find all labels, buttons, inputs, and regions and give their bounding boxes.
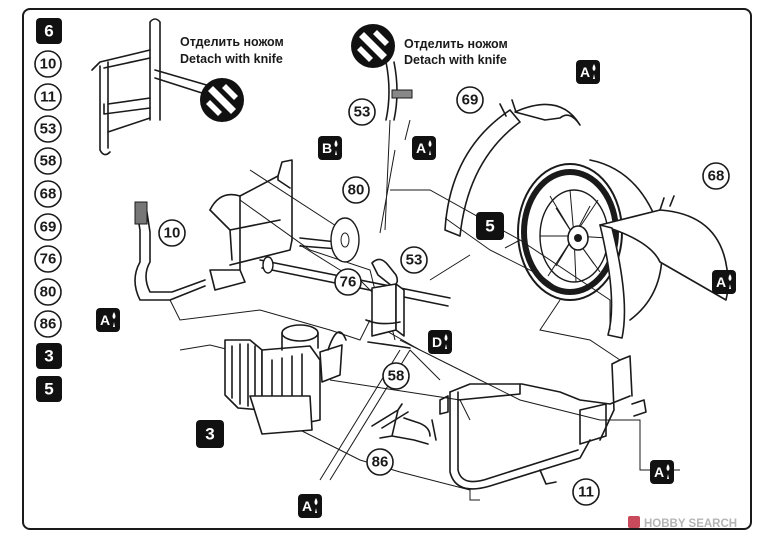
svg-text:3: 3 xyxy=(44,347,53,366)
svg-text:6: 6 xyxy=(44,22,53,41)
callout-68: 68 xyxy=(702,162,730,190)
svg-text:A: A xyxy=(654,464,664,480)
step-index-5: 5 xyxy=(36,376,62,402)
watermark-logo-icon xyxy=(628,516,640,528)
svg-text:11: 11 xyxy=(40,89,56,106)
svg-text:A: A xyxy=(302,498,312,514)
svg-text:86: 86 xyxy=(40,316,57,333)
front-fender-68 xyxy=(599,195,729,339)
svg-text:10: 10 xyxy=(40,56,57,73)
svg-text:53: 53 xyxy=(40,121,57,138)
callout-80: 80 xyxy=(342,176,370,204)
svg-text:3: 3 xyxy=(205,425,214,444)
svg-text:69: 69 xyxy=(40,219,57,236)
subassembly-5-badge: 5 xyxy=(476,212,504,240)
svg-text:69: 69 xyxy=(462,92,479,109)
detach-note-right-en: Detach with knife xyxy=(404,53,507,67)
svg-text:A: A xyxy=(716,274,726,290)
svg-text:86: 86 xyxy=(372,454,389,471)
glue-mark-a-top: A xyxy=(576,60,600,84)
svg-text:11: 11 xyxy=(578,484,594,501)
svg-text:53: 53 xyxy=(406,252,423,269)
svg-text:76: 76 xyxy=(340,274,357,291)
svg-text:53: 53 xyxy=(354,104,371,121)
rear-fender-69 xyxy=(444,99,581,237)
svg-text:5: 5 xyxy=(44,380,53,399)
stand-86 xyxy=(371,403,437,445)
detach-note-left-ru: Отделить ножом xyxy=(180,35,284,49)
front-frame-11 xyxy=(439,355,647,490)
detach-note-left-en: Detach with knife xyxy=(180,52,283,66)
callout-69: 69 xyxy=(456,86,484,114)
step-index-69: 69 xyxy=(34,213,62,241)
glue-mark-a-left: A xyxy=(96,308,120,332)
callout-86: 86 xyxy=(366,448,394,476)
glue-mark-b: B xyxy=(318,136,342,160)
callout-53-mid: 53 xyxy=(400,246,428,274)
frame-detail-inset xyxy=(91,18,244,156)
callout-11: 11 xyxy=(572,478,600,506)
step-index-58: 58 xyxy=(34,147,62,175)
svg-text:A: A xyxy=(580,64,590,80)
step-index-68: 68 xyxy=(34,180,62,208)
detach-note-right-ru: Отделить ножом xyxy=(404,37,508,51)
svg-text:5: 5 xyxy=(485,217,494,236)
svg-text:58: 58 xyxy=(388,368,405,385)
glue-mark-d: D xyxy=(428,330,452,354)
svg-text:D: D xyxy=(432,334,442,350)
rear-frame xyxy=(209,159,293,291)
part-53-sprue xyxy=(385,61,413,121)
svg-text:58: 58 xyxy=(40,153,57,170)
part-76-clip xyxy=(371,258,399,287)
svg-text:B: B xyxy=(322,140,332,156)
seat-bracket xyxy=(365,283,411,349)
step-index-86: 86 xyxy=(34,310,62,338)
diagram-frame xyxy=(22,8,752,530)
step-index-6: 6 xyxy=(36,18,62,44)
guide-lines xyxy=(169,119,680,501)
svg-text:A: A xyxy=(100,312,110,328)
step-index-3: 3 xyxy=(36,343,62,369)
svg-text:76: 76 xyxy=(40,251,57,268)
callout-53-top: 53 xyxy=(348,98,376,126)
glue-mark-a-right: A xyxy=(712,270,736,294)
step-index-76: 76 xyxy=(34,245,62,273)
svg-text:HOBBY SEARCH: HOBBY SEARCH xyxy=(644,518,737,530)
glue-mark-a-mid: A xyxy=(412,136,436,160)
svg-text:A: A xyxy=(416,140,426,156)
svg-text:80: 80 xyxy=(40,284,57,301)
part-10-pipe xyxy=(134,201,206,301)
glue-mark-a-bottom: A xyxy=(298,494,322,518)
callout-58: 58 xyxy=(382,362,410,390)
glue-mark-a-bottom-right: A xyxy=(650,460,674,484)
knife-icon xyxy=(351,24,395,68)
step-index-11: 11 xyxy=(34,83,62,111)
step-index-10: 10 xyxy=(34,50,62,78)
step-index-80: 80 xyxy=(34,278,62,306)
subassembly-3-badge: 3 xyxy=(196,420,224,448)
callout-10: 10 xyxy=(158,219,186,247)
svg-text:10: 10 xyxy=(164,225,181,242)
svg-text:80: 80 xyxy=(348,182,365,199)
step-index: 6 10 11 53 58 68 69 76 xyxy=(34,18,62,402)
callout-76: 76 xyxy=(334,268,362,296)
step-index-53: 53 xyxy=(34,115,62,143)
svg-text:68: 68 xyxy=(40,186,57,203)
wheel xyxy=(517,159,663,321)
engine xyxy=(224,324,347,435)
knife-icon xyxy=(200,78,244,122)
svg-text:68: 68 xyxy=(708,168,725,185)
watermark: HOBBY SEARCH xyxy=(628,516,737,530)
